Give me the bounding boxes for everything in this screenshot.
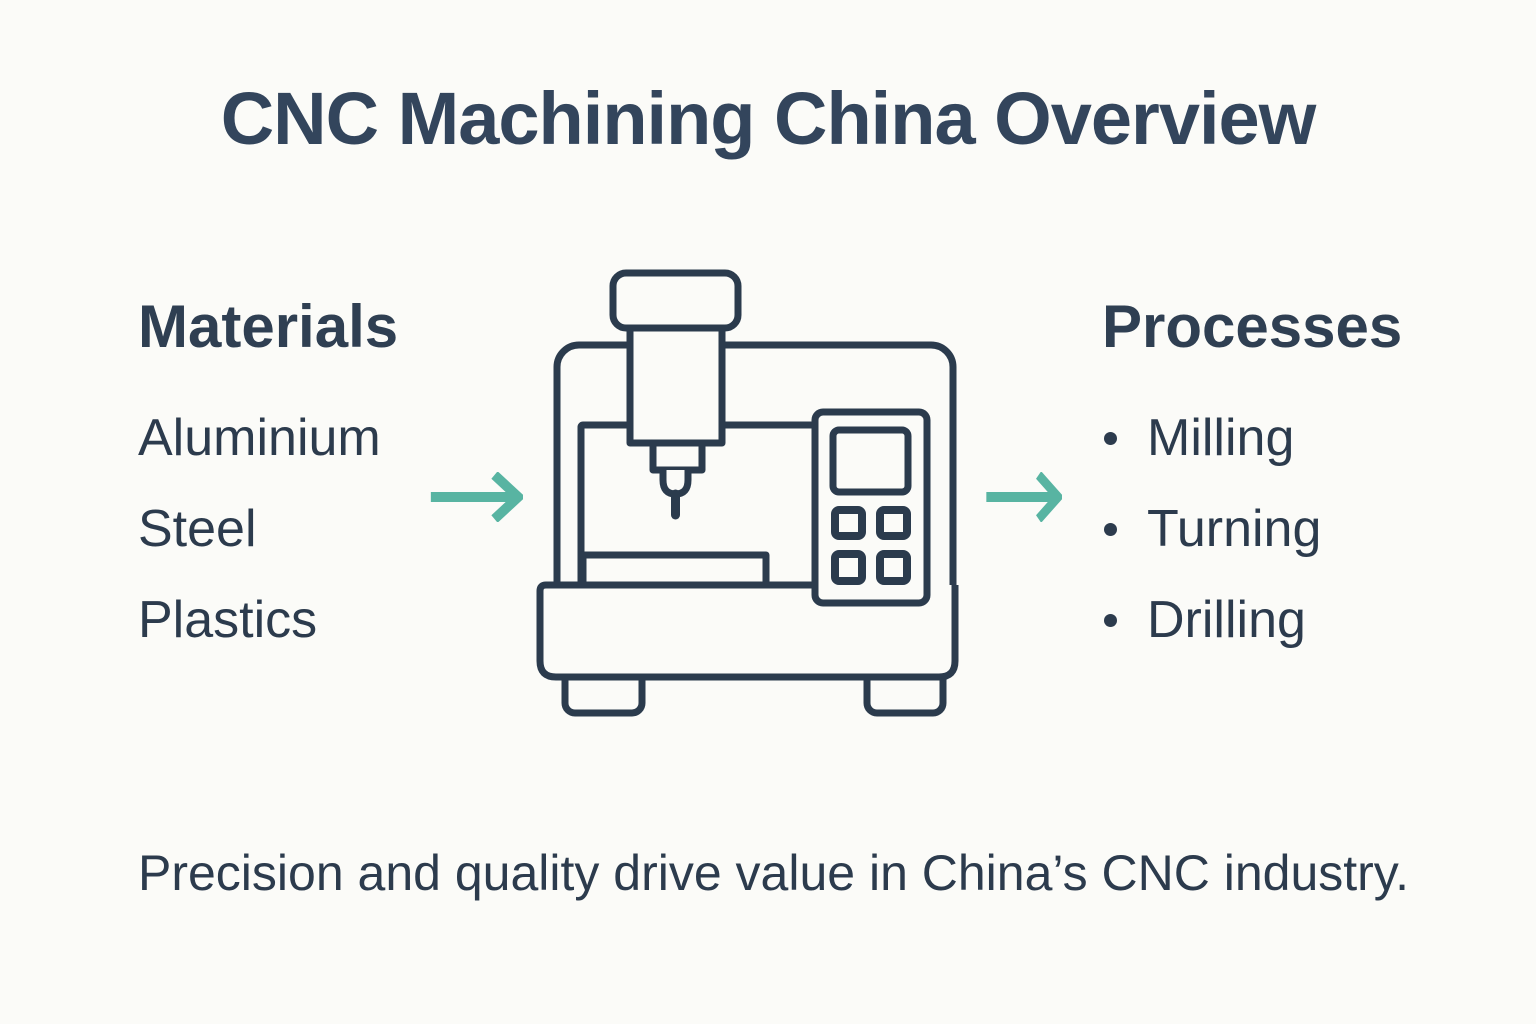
panel-button (831, 550, 866, 585)
bullet-icon (1104, 613, 1117, 627)
panel-button (876, 550, 911, 585)
processes-heading: Processes (1102, 293, 1403, 360)
material-item-steel: Steel (138, 500, 257, 558)
bullet-icon (1104, 522, 1117, 536)
process-item-turning: Turning (1104, 499, 1321, 559)
process-item-label: Milling (1147, 409, 1295, 467)
panel-button (876, 506, 911, 540)
process-item-label: Turning (1147, 500, 1322, 558)
tool-holder (649, 439, 706, 474)
material-item-plastics: Plastics (138, 591, 318, 649)
panel-button (831, 506, 866, 540)
process-item-label: Drilling (1147, 591, 1306, 649)
page-title: CNC Machining China Overview (220, 77, 1317, 160)
bullet-icon (1104, 431, 1117, 445)
flow-arrow-right-icon (986, 472, 1062, 522)
flow-arrow-left-icon (430, 472, 523, 522)
work-table (579, 551, 770, 589)
footer-caption: Precision and quality drive value in Chi… (138, 845, 1409, 901)
spindle-head (609, 269, 742, 332)
cnc-machine-icon (536, 269, 959, 717)
process-item-milling: Milling (1104, 408, 1294, 468)
process-item-drilling: Drilling (1104, 590, 1306, 650)
machine-base (536, 581, 959, 681)
panel-buttons (831, 506, 911, 585)
panel-screen (829, 426, 912, 496)
material-item-aluminium: Aluminium (138, 409, 381, 467)
materials-heading: Materials (138, 293, 399, 360)
